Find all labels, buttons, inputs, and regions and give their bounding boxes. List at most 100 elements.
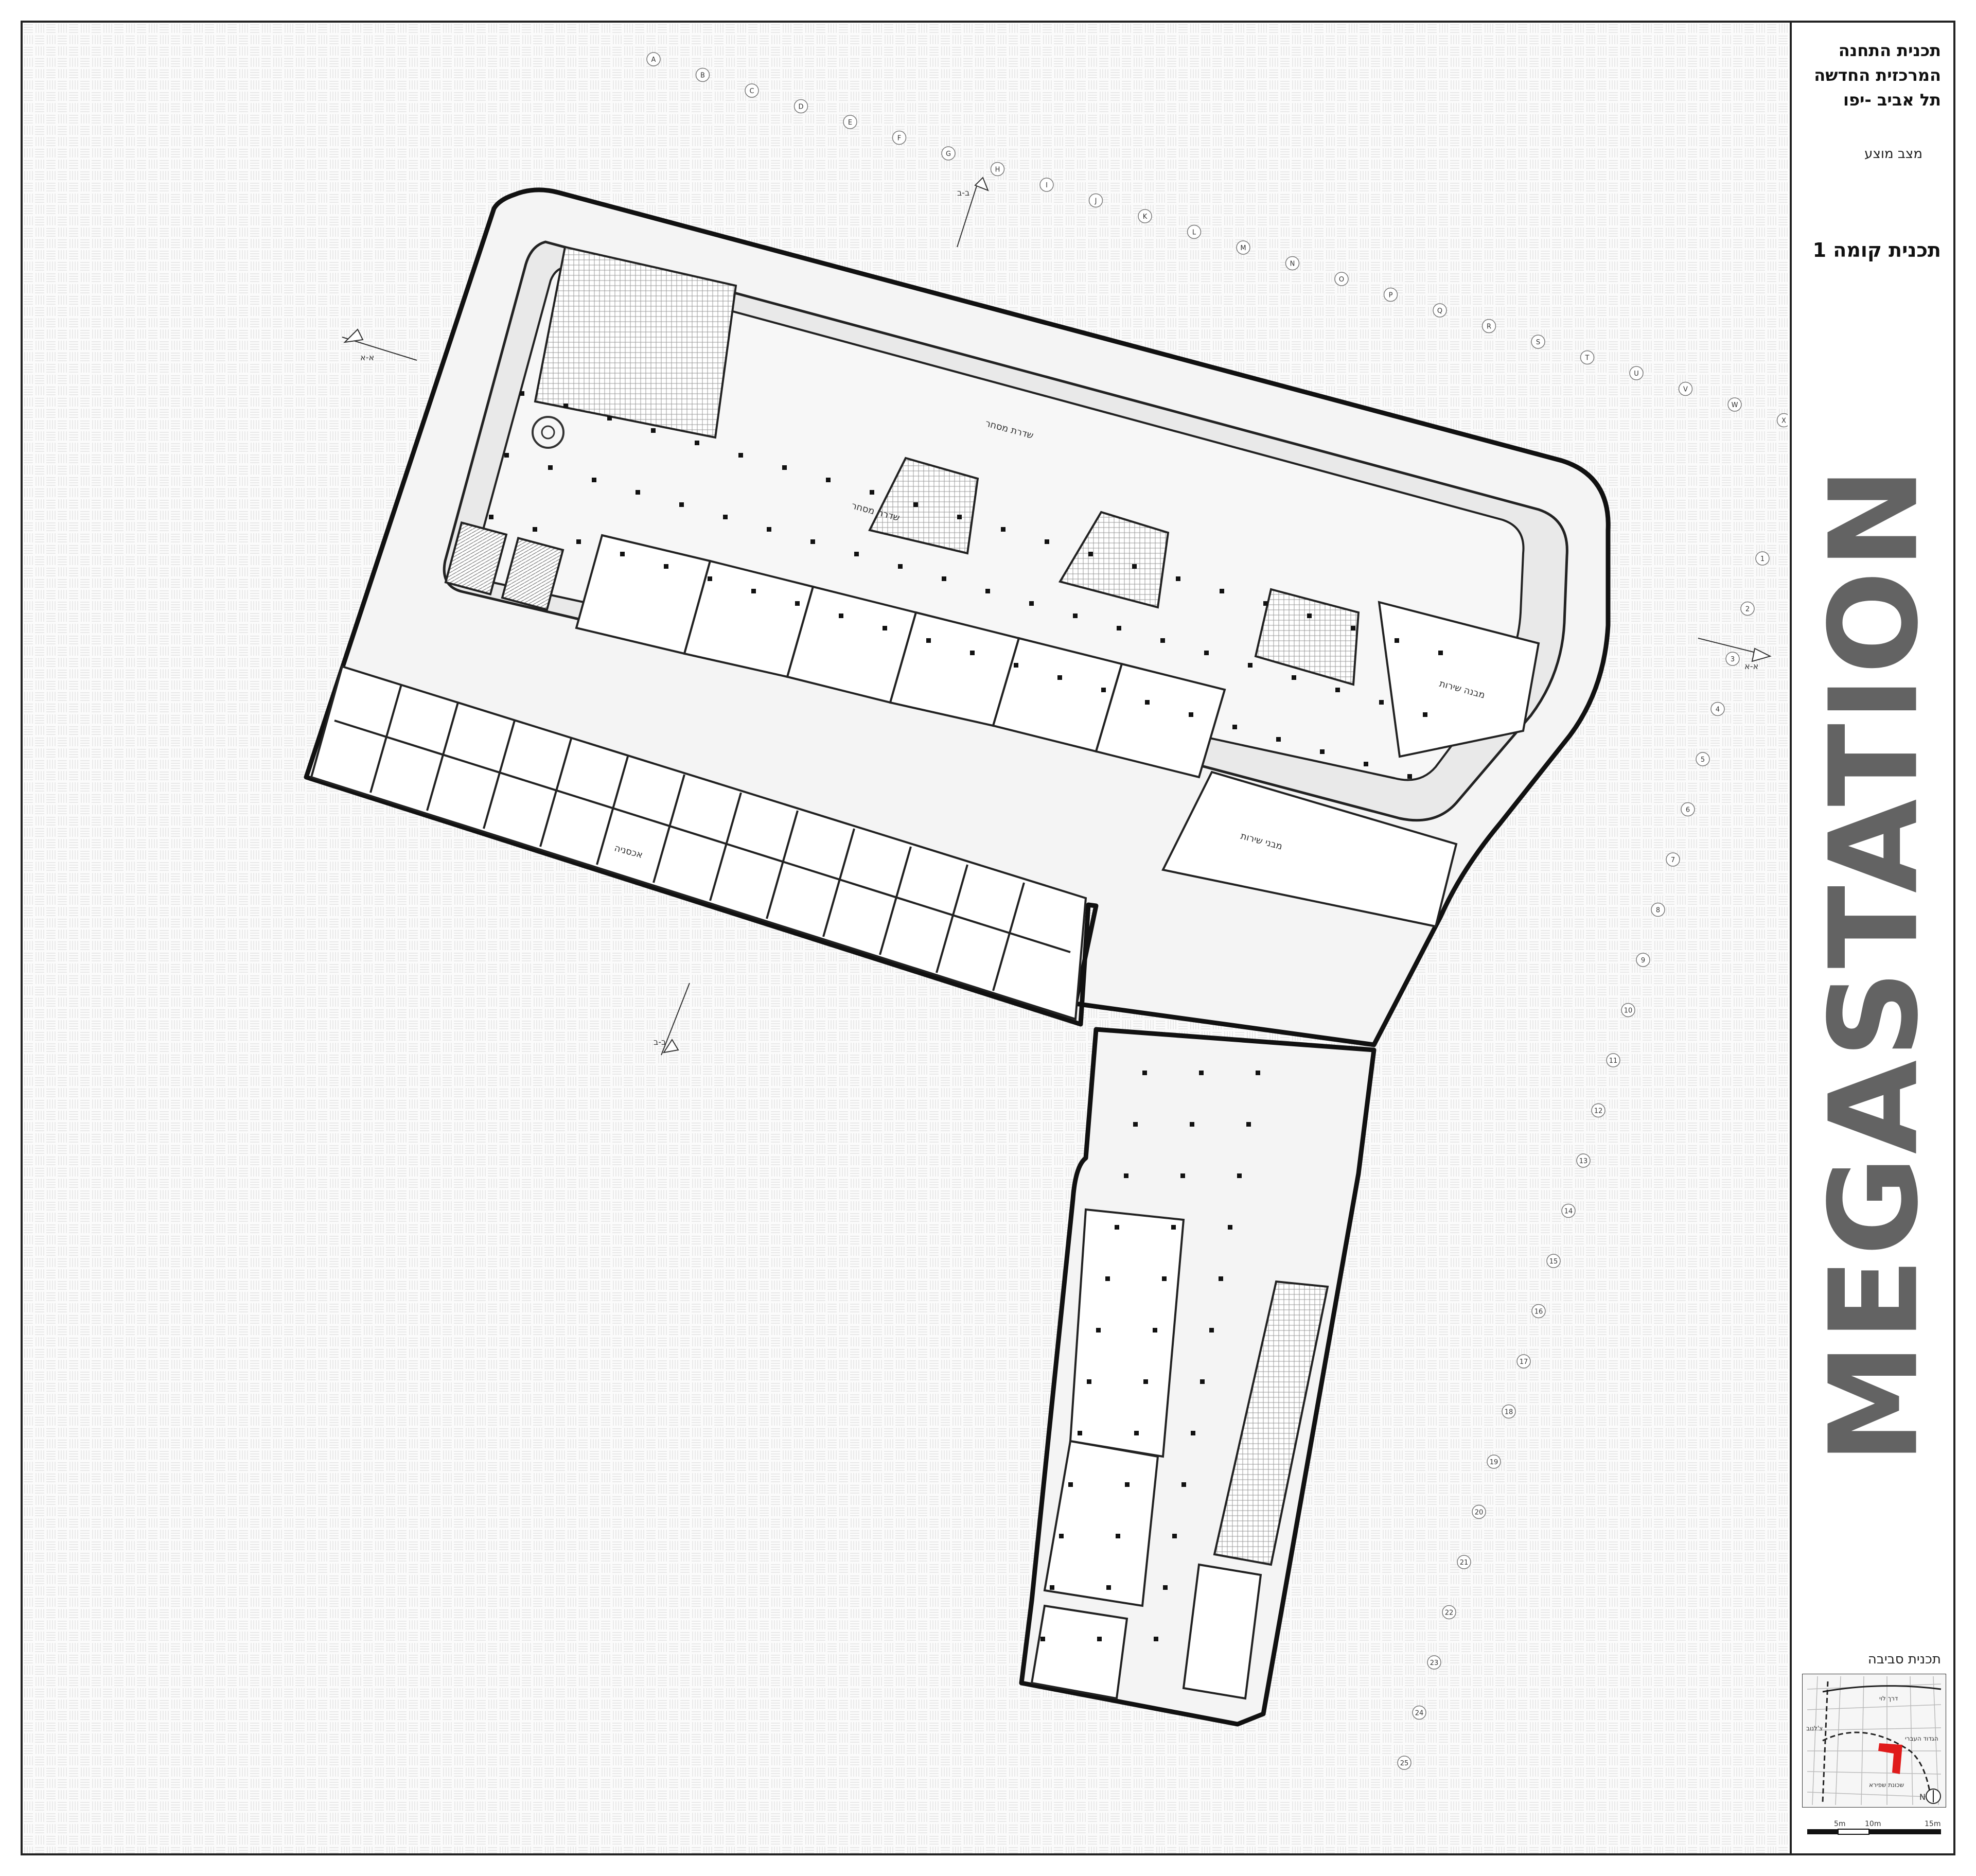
grid-bubble-9: 9 [1636, 953, 1650, 967]
svg-text:22: 22 [1445, 1609, 1454, 1617]
column [1292, 675, 1296, 680]
svg-text:O: O [1339, 276, 1344, 284]
column [1220, 589, 1224, 593]
column [1307, 613, 1312, 618]
north-label: N [1919, 1792, 1926, 1802]
grid-bubble-12: 12 [1591, 1103, 1605, 1118]
column [1133, 1122, 1138, 1127]
grid-bubble-j: J [1088, 193, 1103, 208]
svg-text:E: E [848, 119, 852, 127]
column [810, 539, 815, 544]
svg-text:11: 11 [1609, 1057, 1618, 1065]
svg-text:9: 9 [1641, 957, 1645, 965]
column [1088, 552, 1093, 556]
svg-text:N: N [1290, 260, 1295, 268]
grid-bubble-13: 13 [1576, 1153, 1591, 1168]
column [767, 527, 771, 532]
svg-text:12: 12 [1594, 1108, 1603, 1115]
grid-bubble-h: H [990, 162, 1005, 177]
column [913, 502, 918, 507]
column [563, 404, 568, 408]
svg-text:ב-ב: ב-ב [957, 188, 969, 198]
column [1263, 601, 1268, 606]
roundabout-icon [532, 416, 564, 449]
svg-text:I: I [1046, 182, 1048, 189]
title-line-1: תכנית התחנה [1838, 41, 1941, 60]
column [1423, 712, 1427, 717]
sheet-frame [21, 21, 1955, 1855]
room-grid [310, 665, 1087, 1021]
grid-bubble-17: 17 [1516, 1354, 1531, 1369]
column [957, 515, 962, 519]
svg-text:17: 17 [1520, 1358, 1528, 1366]
svg-text:4: 4 [1716, 706, 1720, 714]
grid-bubble-23: 23 [1427, 1655, 1441, 1670]
project-title: תכנית התחנה המרכזית החדשה תל אביב -יפו [1792, 38, 1941, 112]
column [1335, 688, 1340, 692]
svg-text:A: A [651, 56, 656, 64]
column [1014, 663, 1018, 668]
grid-bubble-8: 8 [1651, 902, 1665, 917]
column [1001, 527, 1005, 532]
column [1145, 700, 1150, 705]
column [870, 490, 874, 495]
grid-bubble-a: A [646, 52, 661, 66]
svg-text:S: S [1536, 339, 1540, 346]
column [1040, 1637, 1045, 1641]
column [1351, 626, 1355, 630]
column [607, 416, 612, 420]
column [782, 465, 787, 470]
column [592, 478, 596, 482]
svg-text:א-א: א-א [360, 353, 374, 362]
svg-text:25: 25 [1400, 1760, 1409, 1767]
column [1160, 638, 1165, 643]
column [883, 626, 887, 630]
svg-text:J: J [1095, 198, 1097, 205]
svg-text:G: G [946, 150, 951, 158]
grid-bubble-6: 6 [1681, 802, 1695, 817]
grid-bubble-1: 1 [1755, 551, 1770, 566]
grid-bubble-s: S [1531, 335, 1545, 349]
grid-bubble-18: 18 [1502, 1404, 1516, 1419]
grid-bubble-r: R [1481, 319, 1496, 334]
street-label-3: הגדוד העברי [1905, 1735, 1938, 1742]
svg-text:P: P [1389, 292, 1393, 300]
svg-text:U: U [1634, 370, 1639, 378]
stair-cores [444, 521, 564, 611]
column [1379, 700, 1384, 705]
svg-text:T: T [1585, 355, 1590, 362]
column [1050, 1585, 1054, 1590]
svg-text:X: X [1781, 417, 1786, 425]
column [1190, 1122, 1194, 1127]
column [1162, 1276, 1167, 1281]
svg-text:3: 3 [1731, 656, 1735, 663]
svg-text:6: 6 [1686, 806, 1690, 814]
column [695, 441, 699, 445]
service-blocks [1161, 601, 1540, 928]
svg-text:20: 20 [1475, 1509, 1484, 1517]
grid-bubble-21: 21 [1457, 1555, 1471, 1569]
column [1115, 1225, 1119, 1230]
scale-label-15: 15m [1925, 1820, 1940, 1828]
street-label-4: שכונת שפירא [1869, 1781, 1904, 1789]
kiosks [868, 457, 1360, 686]
column [1237, 1173, 1242, 1178]
column [636, 490, 640, 495]
grid-number-bubbles: 1234567891011121314151617181920212223242… [1397, 551, 1770, 1770]
column [520, 391, 524, 396]
grid-bubble-24: 24 [1412, 1705, 1426, 1720]
column [1125, 1482, 1130, 1487]
sheet-title: תכנית קומה 1 [1812, 239, 1941, 261]
section-marker-a-right: א-א [1698, 638, 1772, 671]
grid-bubble-b: B [695, 67, 710, 82]
svg-text:C: C [749, 87, 754, 95]
column [1143, 1379, 1148, 1384]
column [1078, 1431, 1082, 1435]
column [504, 453, 509, 458]
svg-text:24: 24 [1415, 1710, 1424, 1717]
brand-text: MEGASTATION [1812, 465, 1936, 1464]
street-label-1: דרך לוי [1879, 1695, 1898, 1702]
column [1059, 1534, 1064, 1538]
grid-bubble-v: V [1678, 381, 1693, 396]
svg-text:16: 16 [1534, 1308, 1543, 1316]
